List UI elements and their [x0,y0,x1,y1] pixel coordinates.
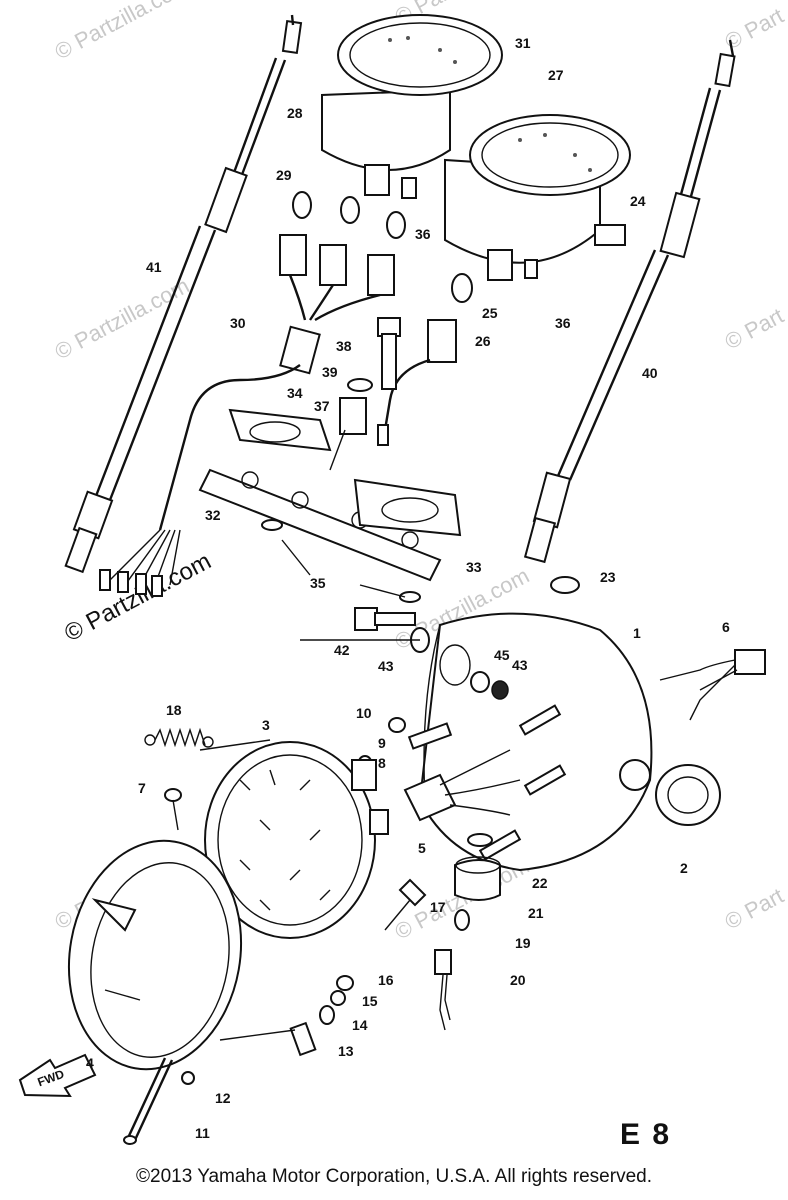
callout: 22 [532,875,548,891]
callout: 16 [378,972,394,988]
callout: 3 [262,717,270,733]
callout: 45 [494,647,510,663]
callout: 13 [338,1043,354,1059]
tachometer-27 [444,114,631,281]
callout: 5 [418,840,426,856]
callout: 7 [138,780,146,796]
grommet-21 [434,833,501,1031]
callout: 32 [205,507,221,523]
callout: 37 [314,398,330,414]
leader-lines [199,429,420,1041]
callout: 9 [378,735,386,751]
callout: 17 [430,899,446,915]
callout: 6 [722,619,730,635]
callout: 33 [466,559,482,575]
figure-code: E 8 [620,1118,672,1151]
callout: 2 [680,860,688,876]
callout: 31 [515,35,531,51]
watermark-text: © Partzilla.com [51,0,194,64]
callout: 20 [510,972,526,988]
spring-18 [144,727,214,748]
headlight-socket-5 [403,704,567,861]
callout: 18 [166,702,182,718]
callout: 35 [310,575,326,591]
connector-6 [659,649,766,721]
speedometer-cable-41 [64,14,303,574]
watermark-text: © Part [721,303,788,354]
callout: 28 [287,105,303,121]
callout: 43 [378,658,394,674]
callout: 8 [378,755,386,771]
fwd-arrow: FWD [18,1053,97,1098]
callout-labels: 1 2 3 4 5 6 7 8 9 10 11 12 13 14 15 16 1… [86,35,730,1141]
callout: 39 [322,364,338,380]
callout: 14 [352,1017,368,1033]
watermark-text: © Partzilla.com [51,273,194,365]
callout: 23 [600,569,616,585]
callout: 40 [642,365,658,381]
copyright-notice: ©2013 Yamaha Motor Corporation, U.S.A. A… [136,1166,652,1187]
callout: 1 [633,625,641,641]
callout: 43 [512,657,528,673]
adjuster-parts [289,878,427,1057]
bolt-38 [339,317,401,435]
callout: 10 [356,705,372,721]
callout: 36 [555,315,571,331]
callout: 25 [482,305,498,321]
callout: 34 [287,385,303,401]
speedometer-28 [321,14,503,199]
callout: 29 [276,167,292,183]
tachometer-cable-40 [523,39,736,564]
meter-brackets [198,408,462,603]
callout: 12 [215,1090,231,1106]
callout: 41 [146,259,162,275]
indicator-bulbs-29 [279,191,406,296]
headlight-unit-3 [204,741,389,939]
callout: 19 [515,935,531,951]
callout: 30 [230,315,246,331]
grommet-2 [655,764,721,826]
callout: 4 [86,1055,94,1071]
bulb-25-socket-26 [377,273,473,446]
callout: 38 [336,338,352,354]
callout: 24 [630,193,646,209]
callout: 11 [195,1125,210,1141]
callout: 21 [528,905,544,921]
callout: 36 [415,226,431,242]
callout: 26 [475,333,491,349]
headlight-rim-4 [67,839,243,1071]
watermark-text: © Part [721,883,788,934]
wire-harness-30 [99,274,381,597]
callout: 42 [334,642,350,658]
screw-11 [123,1057,195,1145]
callout: 15 [362,993,378,1009]
screw-7 [164,788,182,831]
callout: 27 [548,67,564,83]
